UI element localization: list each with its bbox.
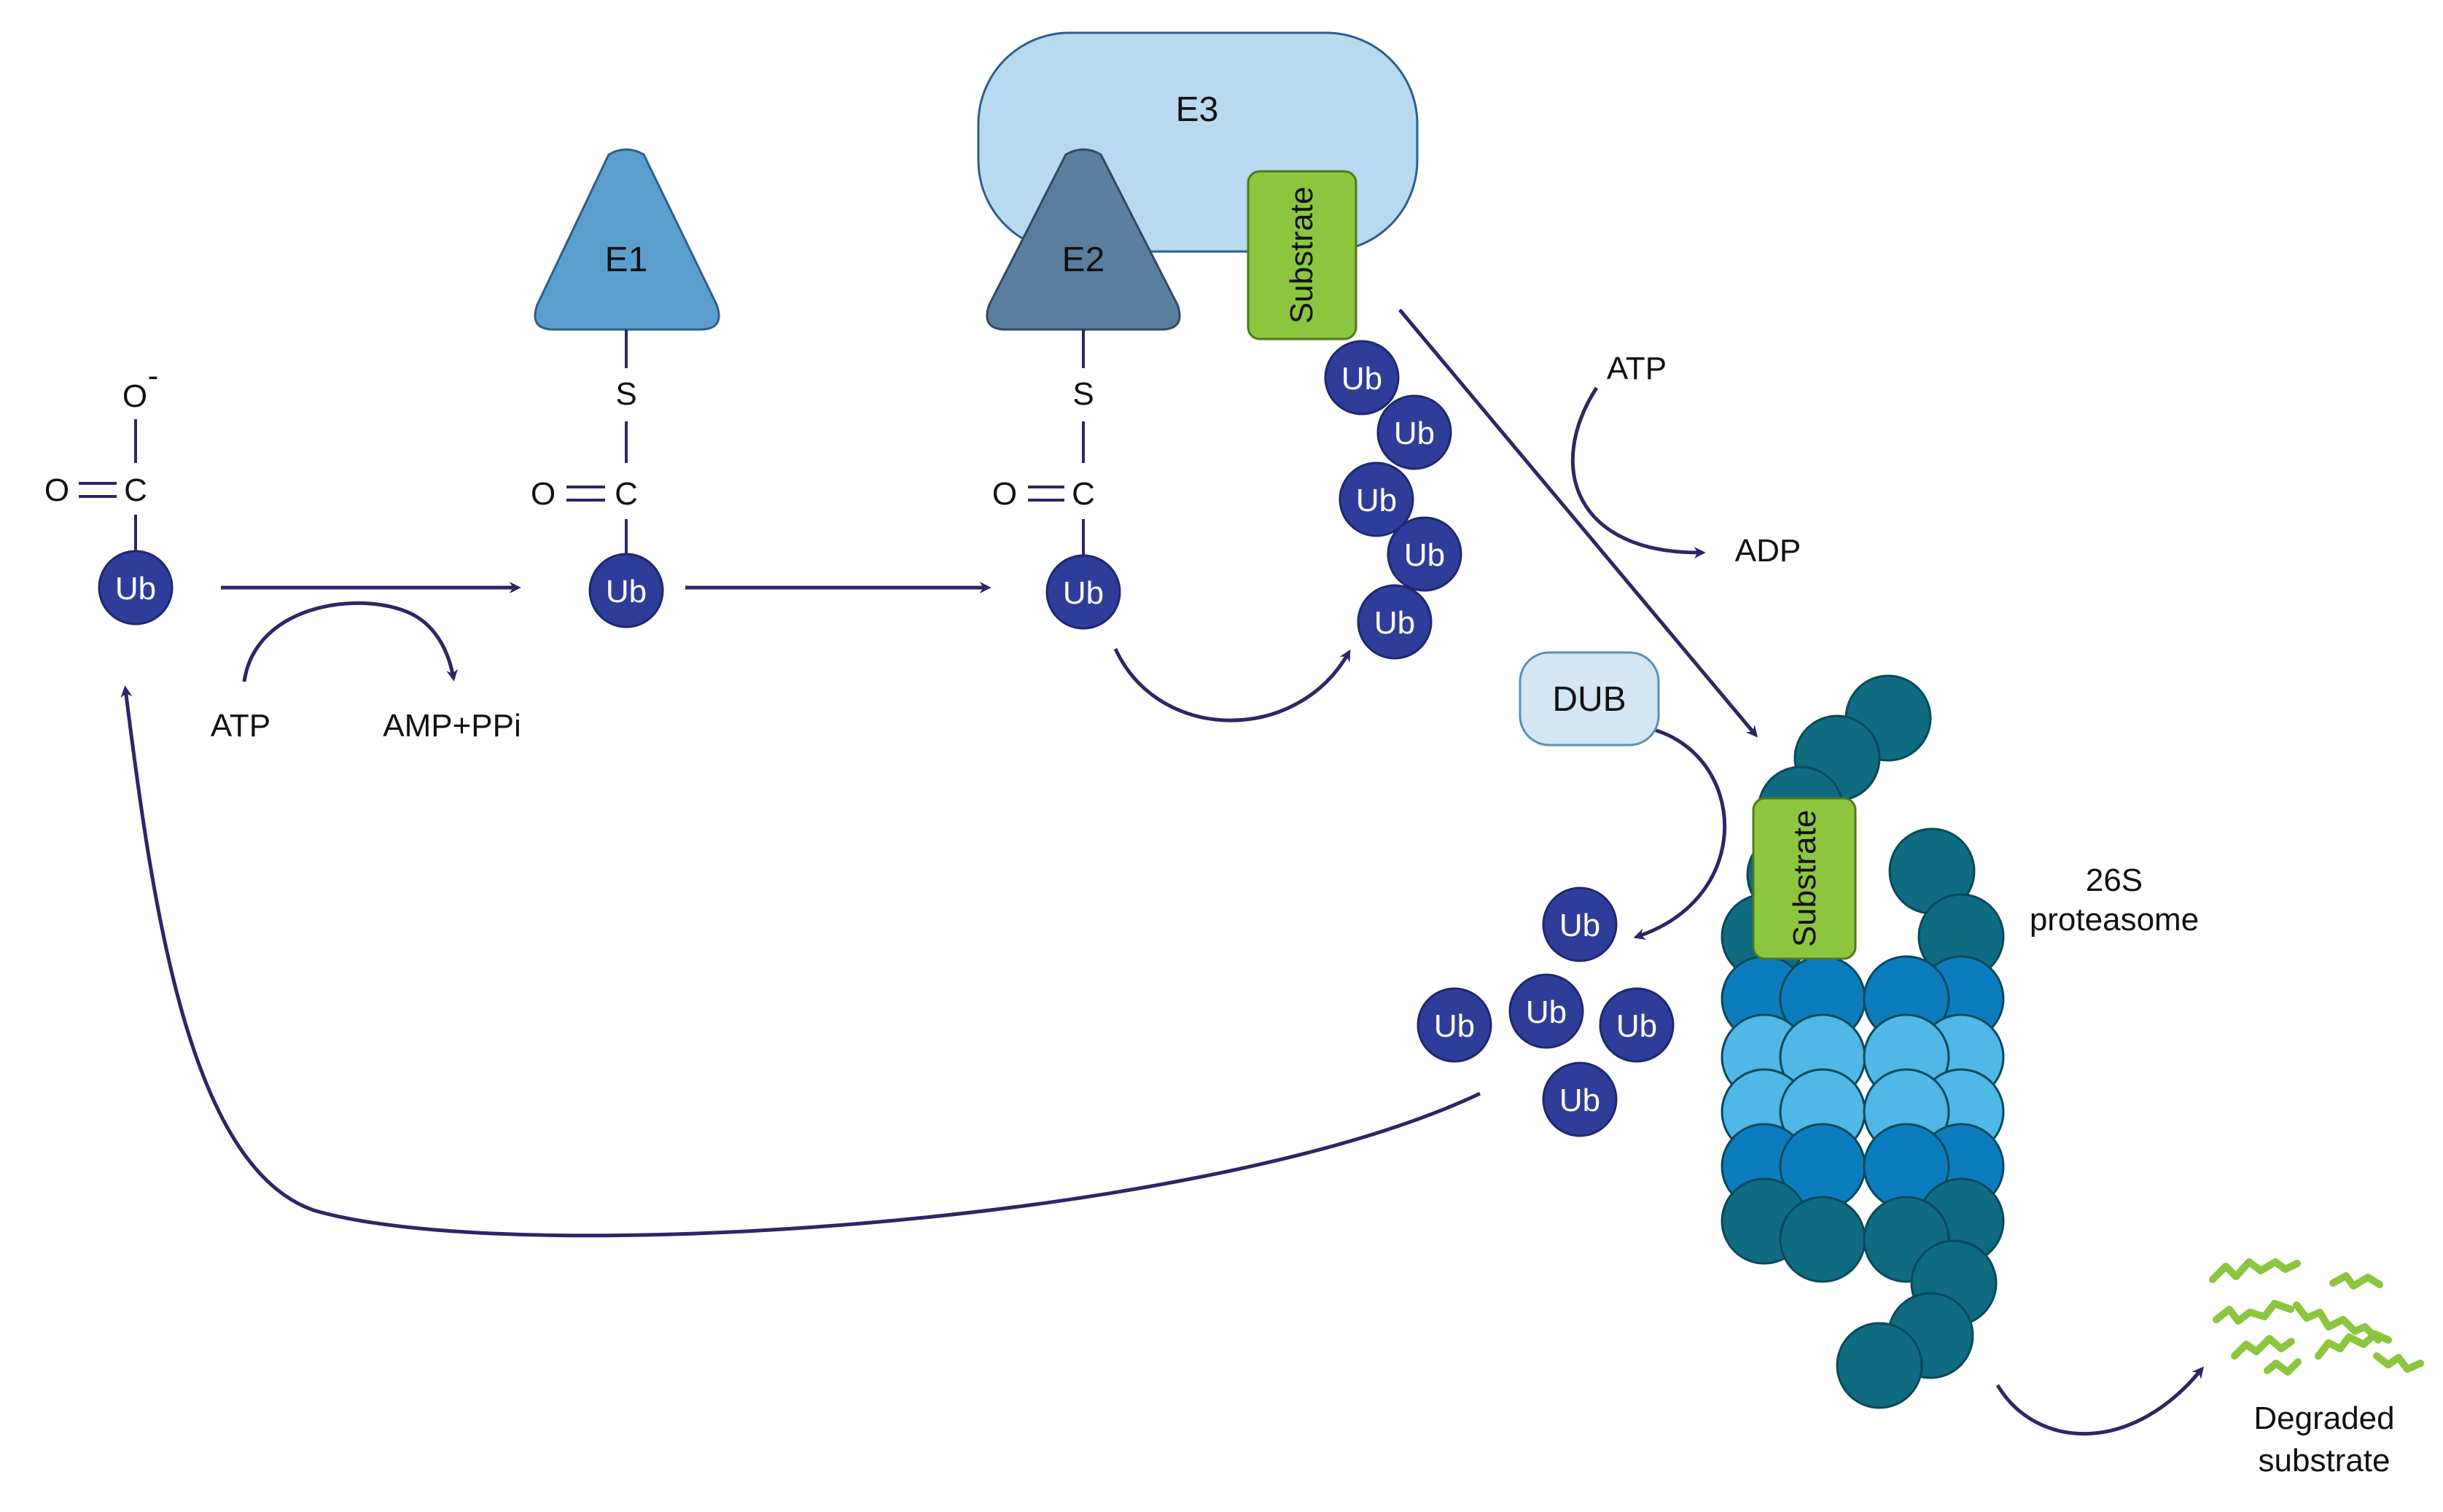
peptide-fragment [2315,1330,2392,1360]
ubiquitin-circle [1599,987,1675,1063]
anion-charge-label: - [148,358,159,394]
ub-label: Ub [1559,1083,1600,1118]
arrow-atp-to-adp [1571,386,1706,559]
e1-enzyme-triangle [534,148,720,331]
released-ubiquitin-cluster: Ub Ub Ub Ub Ub [1417,886,1675,1137]
ubiquitin-circle [1508,973,1584,1049]
proteasome-cap-subunit [1836,1322,1923,1409]
ubiquitin-circle [1324,340,1400,416]
ubiquitin-circle [1542,886,1618,962]
ub-label: Ub [1341,361,1382,397]
substrate-on-e3-label: Substrate [1284,187,1320,324]
free-ubiquitin-group: O - O C [44,358,158,553]
ub-label: Ub [1559,908,1600,943]
ubiquitin-circle [1339,461,1414,537]
oxygen-anion-label: O [122,378,147,414]
e2-thioester-group: S O C [992,330,1095,556]
ub-label: Ub [1404,537,1445,573]
ub-label: Ub [1063,575,1104,611]
peptide-fragment [2209,1258,2301,1283]
reaction-arrows [120,308,2205,1436]
sulfur-label: S [615,376,636,412]
ub-label: Ub [115,571,156,607]
degraded-label-line1: Degraded [2253,1400,2394,1436]
degraded-label-line2: substrate [2259,1443,2391,1478]
proteasome-label-line1: 26S [2086,862,2143,898]
ub-label: Ub [1374,605,1415,641]
arrow-atp-to-amp [242,601,458,682]
ubiquitin-circle [588,553,664,628]
oxygen-label: O [531,476,556,512]
atp-label-right: ATP [1607,351,1667,386]
peptide-fragment [2231,1335,2295,1360]
sulfur-label: S [1072,376,1094,412]
e2-enzyme-triangle [986,148,1181,331]
amp-ppi-label: AMP+PPi [383,708,521,744]
e1-label: E1 [605,241,648,279]
ub-label: Ub [1394,416,1435,451]
arrow-to-proteasome [1398,308,1758,738]
ub-label: Ub [1526,994,1567,1030]
degraded-peptides [2209,1258,2424,1376]
carbon-label: C [615,476,638,512]
arrow-dub-release [1633,727,1726,940]
arrow-ub-recycle [120,685,1481,1238]
substrate-on-e3 [1247,170,1357,340]
ubiquitin-circle [1376,394,1452,470]
peptide-fragment [2264,1358,2302,1376]
peptide-fragment [2293,1301,2382,1344]
dub-label: DUB [1552,680,1626,719]
dub-enzyme-shape [1519,651,1660,747]
arrow-e2-ub-transfer [1113,647,1351,722]
peptide-fragment [2213,1300,2294,1325]
peptide-fragment [2329,1272,2383,1290]
ub-on-e1: Ub [588,553,664,628]
carbon-label: C [124,472,147,508]
ubiquitin-circle [1387,516,1462,592]
substrate-in-proteasome [1752,797,1857,960]
e1-thioester-group: S O C [531,330,638,556]
ubiquitin-circle [98,550,174,626]
ub-label: Ub [1356,483,1397,518]
oxygen-label: O [44,472,69,508]
proteasome-label-line2: proteasome [2030,902,2199,938]
polyubiquitin-chain: Ub Ub Ub Ub Ub [1324,340,1462,660]
proteasome-26s [1721,674,2005,1409]
adp-label: ADP [1735,533,1801,569]
ub-on-e2: Ub [1045,554,1121,630]
e3-label: E3 [1176,90,1219,129]
e2-label: E2 [1062,241,1105,279]
oxygen-label: O [992,476,1017,512]
ub-free: Ub [98,550,174,626]
substrate-in-proteasome-label: Substrate [1787,810,1823,947]
ubiquitin-circle [1045,554,1121,630]
ubiquitin-circle [1357,584,1433,660]
ubiquitin-circle [1417,987,1492,1063]
ub-label: Ub [606,574,647,609]
arrow-degradation [1995,1366,2205,1436]
proteasome-cap-subunit [1779,1196,1866,1283]
peptide-fragment [2373,1352,2424,1373]
atp-label-left: ATP [211,708,270,744]
carbon-label: C [1072,476,1095,512]
ub-label: Ub [1616,1008,1657,1044]
ubiquitin-circle [1542,1061,1618,1137]
ub-label: Ub [1434,1008,1475,1044]
